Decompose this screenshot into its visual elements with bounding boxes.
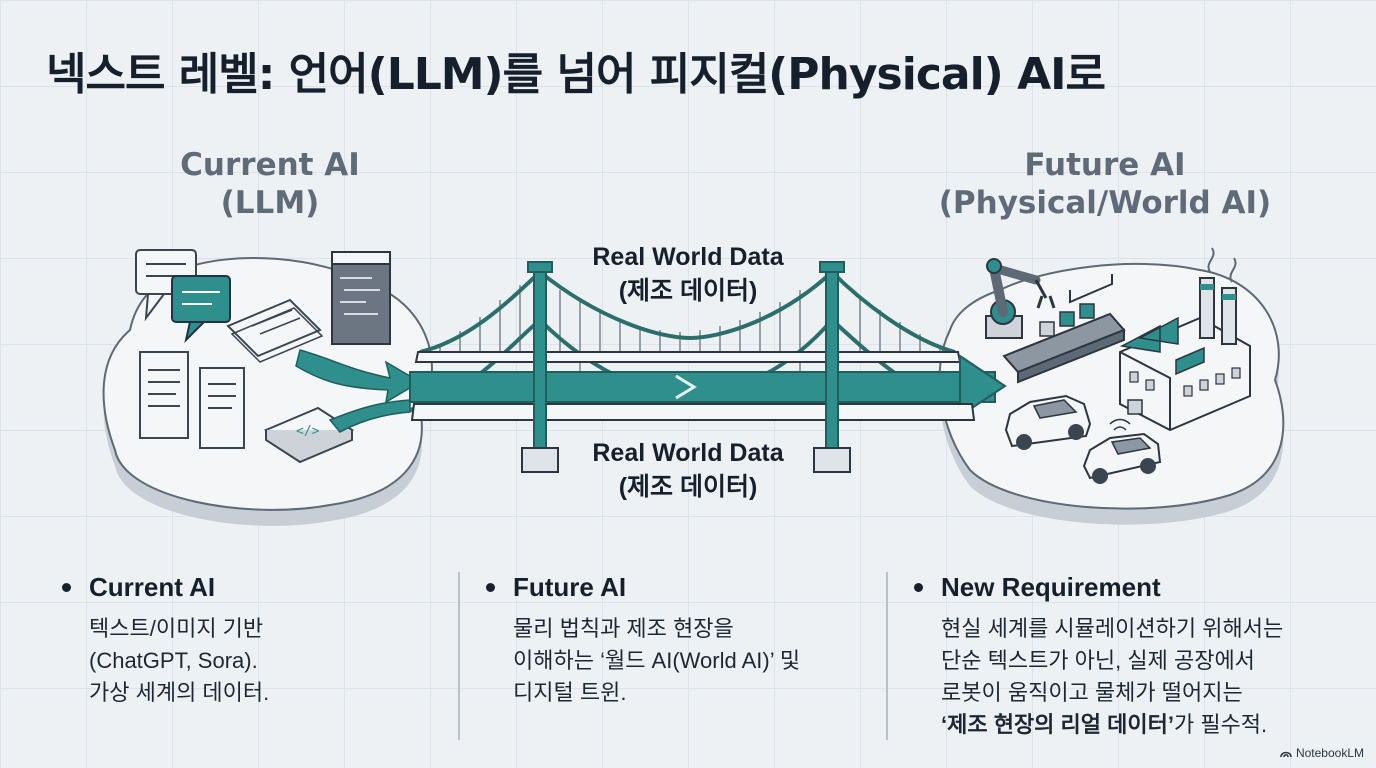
current-ai-title-line2: (LLM) <box>220 185 320 221</box>
watermark: NotebookLM <box>1280 746 1364 760</box>
column-body-text: 현실 세계를 시뮬레이션하기 위해서는 단순 텍스트가 아닌, 실제 공장에서 … <box>941 616 1284 705</box>
code-window-icon <box>331 251 391 345</box>
current-ai-column: Current AI 텍스트/이미지 기반 (ChatGPT, Sora). 가… <box>62 572 422 709</box>
bridge <box>409 261 1007 473</box>
document-stack-icon <box>226 298 324 363</box>
bridge-label-bottom-line2: (제조 데이터) <box>618 473 758 501</box>
page-title: 넥스트 레벨: 언어(LLM)를 넘어 피지컬(Physical) AI로 <box>46 49 1106 100</box>
future-ai-column: Future AI 물리 법칙과 제조 현장을 이해하는 ‘월드 AI(Worl… <box>486 572 866 709</box>
bridge-label-bottom-line1: Real World Data <box>592 439 784 467</box>
factory-icon <box>1119 247 1251 432</box>
column-body-tail: 가 필수적. <box>1173 712 1268 737</box>
document-icon <box>139 351 189 439</box>
column-divider <box>458 572 460 740</box>
bridge-label-top-line2: (제조 데이터) <box>618 277 758 305</box>
bridge-label-top-line1: Real World Data <box>592 243 784 271</box>
current-ai-title-line1: Current AI <box>180 147 360 183</box>
column-heading: Future AI <box>513 572 627 602</box>
column-heading: Current AI <box>89 572 216 602</box>
future-ai-title-line2: (Physical/World AI) <box>938 185 1272 221</box>
bullet-icon <box>486 583 495 592</box>
column-divider <box>886 572 888 740</box>
column-body: 물리 법칙과 제조 현장을 이해하는 ‘월드 AI(World AI)’ 및 디… <box>513 616 801 705</box>
column-body: 현실 세계를 시뮬레이션하기 위해서는 단순 텍스트가 아닌, 실제 공장에서 … <box>941 613 1334 741</box>
column-body: 텍스트/이미지 기반 (ChatGPT, Sora). 가상 세계의 데이터. <box>89 616 270 705</box>
new-requirement-column: New Requirement 현실 세계를 시뮬레이션하기 위해서는 단순 텍… <box>914 572 1334 741</box>
notebooklm-logo-icon <box>1280 751 1292 758</box>
current-ai-title: Current AI (LLM) <box>160 146 380 222</box>
watermark-text: NotebookLM <box>1295 746 1364 760</box>
flow-arrow <box>295 349 422 404</box>
future-ai-title: Future AI (Physical/World AI) <box>920 146 1290 222</box>
bullet-icon <box>914 583 923 592</box>
chat-bubble-teal-icon <box>171 275 231 344</box>
flow-arrow-lower <box>328 399 411 433</box>
bridge-label-bottom: Real World Data (제조 데이터) <box>528 436 848 504</box>
robot-arm-icon <box>985 258 1056 339</box>
conveyor-belt-icon <box>1002 274 1126 384</box>
bullet-icon <box>62 583 71 592</box>
column-heading: New Requirement <box>941 572 1161 602</box>
bridge-diagram: </> <box>102 247 1285 526</box>
svg-text:</>: </> <box>296 424 320 439</box>
document-icon-2 <box>199 367 245 449</box>
bridge-label-top: Real World Data (제조 데이터) <box>528 240 848 308</box>
car-icon-2 <box>1082 418 1162 484</box>
future-ai-title-line1: Future AI <box>1024 147 1186 183</box>
car-icon <box>1004 394 1092 450</box>
column-body-emphasis: ‘제조 현장의 리얼 데이터’ <box>941 712 1174 737</box>
